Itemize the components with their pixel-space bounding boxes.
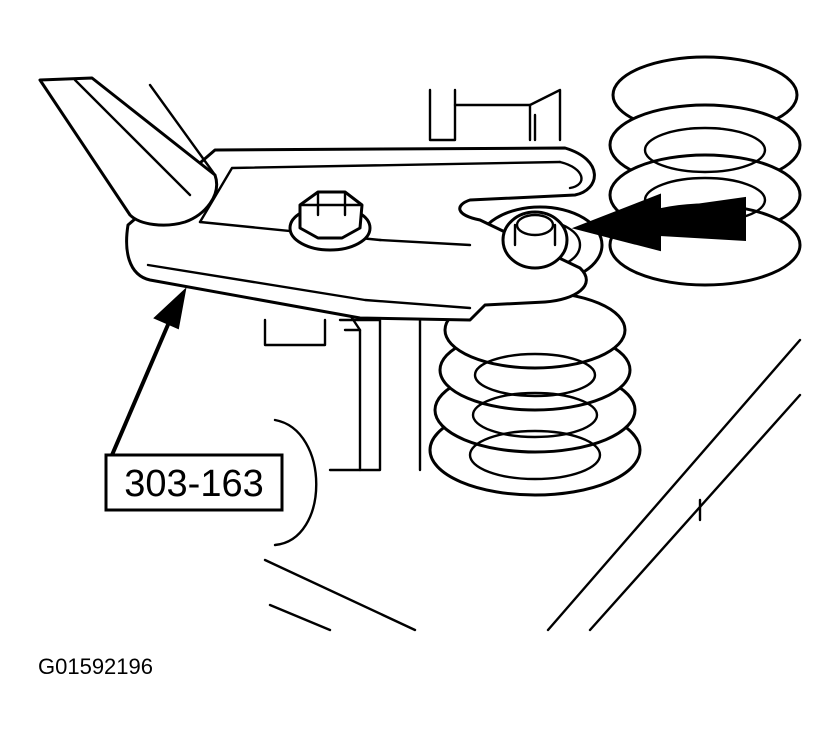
- valve-retainer: [501, 210, 569, 270]
- callout-leader: [110, 287, 187, 457]
- direction-arrow: [571, 193, 746, 252]
- tool-handle: [38, 76, 218, 227]
- tool-number-label: 303-163: [124, 463, 263, 505]
- retaining-bolt: [288, 190, 372, 252]
- figure-id: G01592196: [38, 654, 153, 679]
- rear-valve-spring: [608, 55, 802, 287]
- tool-number-callout: 303-163: [104, 453, 284, 512]
